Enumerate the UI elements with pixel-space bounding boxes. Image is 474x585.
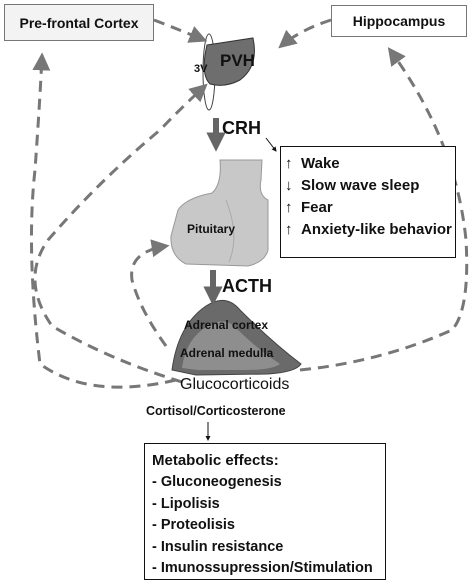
effect-text: Wake [301, 155, 340, 172]
crh-effect-item: ↑ Wake [285, 153, 455, 175]
dashed-hippocampus-to-pvh [278, 18, 332, 49]
dashed-glucocorticoids-to-3v [33, 83, 208, 384]
effect-text: Anxiety-like behavior [301, 221, 452, 238]
effect-arrow: ↑ [285, 221, 293, 238]
effect-arrow: ↑ [285, 155, 293, 172]
dashed-glucocorticoids-to-hippocampus [299, 47, 469, 372]
effect-arrow: ↑ [285, 199, 293, 216]
hippocampus-label: Hippocampus [352, 13, 446, 29]
dashed-glucocorticoids-to-pfc [30, 52, 177, 389]
pituitary-shape [170, 159, 269, 267]
acth-label: ACTH [222, 276, 272, 296]
metabolic-list: - Gluconeogenesis - Lipolisis - Proteoli… [152, 472, 373, 580]
adrenal-medulla-shape [182, 321, 280, 370]
dashed-pfc-to-pvh [153, 18, 208, 43]
effect-arrow: ↓ [285, 177, 293, 194]
crh-effect-item: ↑ Fear [285, 197, 455, 219]
effect-text: Fear [301, 199, 333, 216]
pvh-shape [203, 37, 255, 86]
metabolic-item: - Proteolisis [152, 517, 235, 533]
crh-effect-item: ↑ Anxiety-like behavior [285, 219, 455, 241]
cortisol-label: Cortisol/Corticosterone [146, 404, 286, 418]
effect-text: Slow wave sleep [301, 177, 420, 194]
arrow-crh-to-effects [265, 137, 277, 152]
metabolic-item: - Imunossupression/Stimulation [152, 560, 373, 576]
crh-effects-list: ↑ Wake ↓ Slow wave sleep ↑ Fear ↑ Anxiety-li… [281, 147, 455, 241]
third-ventricle-label: 3V [194, 63, 208, 75]
metabolic-item: - Gluconeogenesis [152, 474, 282, 490]
prefrontal-cortex-label: Pre-frontal Cortex [19, 14, 139, 31]
metabolic-title: Metabolic effects: [152, 452, 279, 469]
pituitary-lobe-divider [225, 199, 235, 263]
metabolic-item: - Insulin resistance [152, 538, 284, 555]
metabolic-item: - Lipolisis [152, 495, 220, 512]
glucocorticoids-label: Glucocorticoids [180, 376, 290, 393]
pituitary-label: Pituitary [187, 222, 236, 236]
crh-effect-item: ↓ Slow wave sleep [285, 175, 455, 197]
adrenal-medulla-label: Adrenal medulla [180, 346, 274, 360]
dashed-glucocorticoids-to-pituitary [130, 239, 170, 347]
crh-label: CRH [222, 118, 261, 138]
pvh-label: PVH [220, 51, 255, 70]
metabolic-effects-box: Metabolic effects: - Gluconeogenesis - L… [144, 443, 386, 580]
hippocampus-box: Hippocampus [331, 5, 467, 37]
prefrontal-cortex-box: Pre-frontal Cortex [4, 4, 154, 41]
adrenal-cortex-label: Adrenal cortex [184, 318, 269, 332]
crh-effects-box: ↑ Wake ↓ Slow wave sleep ↑ Fear ↑ Anxiety-li… [280, 146, 456, 258]
